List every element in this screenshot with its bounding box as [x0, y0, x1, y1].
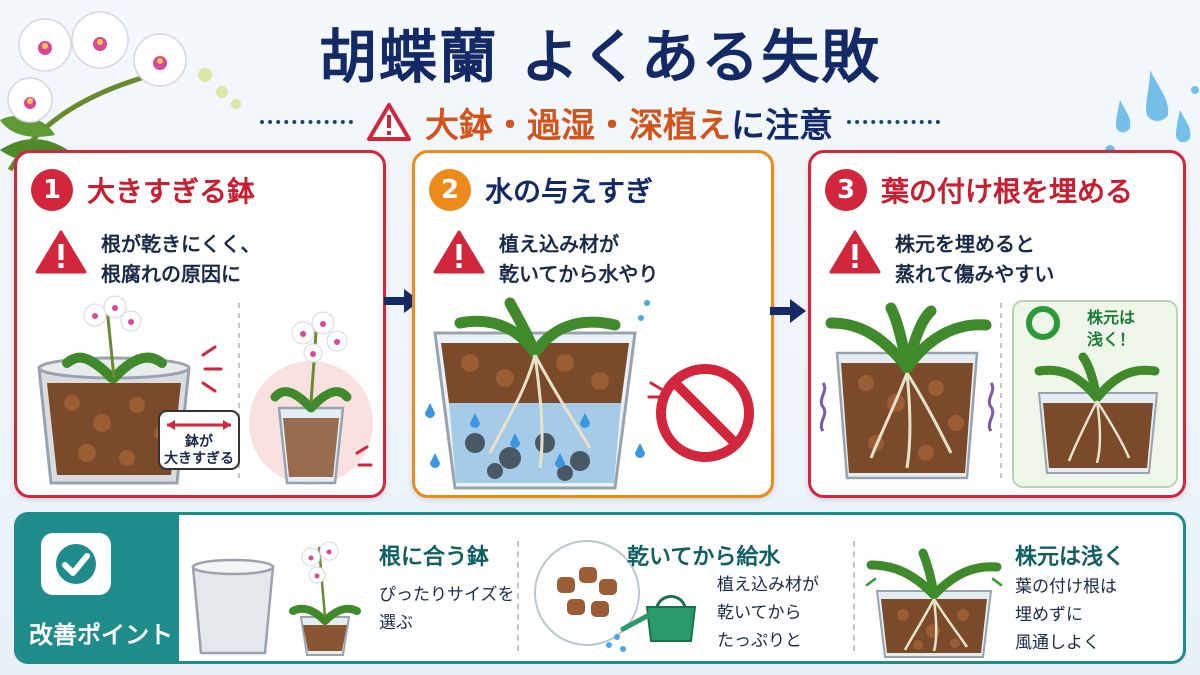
subtitle: 大鉢・過湿・深植えに注意 [425, 98, 833, 147]
tip-line: 埋めずに [1015, 605, 1083, 625]
note-line: 植え込み材が [499, 232, 619, 256]
card-note: 根が乾きにくく、 根腐れの原因に [35, 229, 261, 289]
tip-line: 葉の付け根は [1015, 577, 1117, 597]
card-number-badge: 2 [429, 169, 471, 211]
note-line: 根が乾きにくく、 [101, 232, 261, 256]
arrow-right-icon [770, 299, 806, 323]
subtitle-tail: に注意 [731, 105, 833, 146]
note-line: 乾いてから水やり [499, 262, 659, 286]
deep-planting-illustration: 株元は 浅く！ [819, 300, 1178, 488]
dotted-rule-right [847, 120, 940, 124]
large-pot-illustration: 鉢が 大きすぎる [37, 295, 373, 485]
orchid-decoration [0, 11, 241, 172]
mistake-card-2: 2 水の与えすぎ 植え込み材が 乾いてから水やり [412, 150, 774, 498]
callout-line: 大きすぎる [164, 450, 234, 467]
subtitle-highlight: 大鉢・過湿・深植え [425, 105, 731, 146]
page-title: 胡蝶蘭 よくある失敗 [318, 23, 882, 91]
card-header: 1 大きすぎる鉢 [31, 169, 255, 211]
tip-line: 選ぶ [379, 613, 413, 633]
divider [853, 541, 855, 651]
card-note: 植え込み材が 乾いてから水やり [433, 229, 658, 289]
card-number-badge: 3 [825, 169, 867, 211]
check-icon [41, 533, 111, 595]
improvement-panel: 改善ポイント 根に合う鉢 ぴったりサイズを 選ぶ 乾いてから給水 植え込み材が … [14, 512, 1186, 664]
warning-icon [829, 230, 881, 274]
tip-title: 株元は浅く [1015, 545, 1126, 570]
good-line: 株元は [1087, 308, 1135, 327]
card-title: 大きすぎる鉢 [87, 175, 256, 208]
card-header: 3 葉の付け根を埋める [825, 169, 1133, 211]
tip-text: 葉の付け根は 埋めずに 風通しよく [1015, 573, 1117, 657]
tip-line: 風通しよく [1015, 633, 1100, 653]
tip-line: 植え込み材が [717, 575, 819, 595]
note-line: 根腐れの原因に [101, 262, 241, 286]
card-header: 2 水の与えすぎ [429, 169, 653, 211]
tip-line: たっぷりと [717, 631, 802, 651]
mistake-card-1: 1 大きすぎる鉢 根が乾きにくく、 根腐れの原因に 鉢が 大きすぎる [14, 150, 386, 498]
subtitle-row: 大鉢・過湿・深植えに注意 [260, 98, 940, 146]
right-size-pot-illustration [191, 541, 361, 656]
card-title: 水の与えすぎ [485, 175, 654, 208]
shallow-planting-illustration [865, 548, 1003, 658]
prohibited-icon [656, 364, 754, 462]
improvement-label-block: 改善ポイント [17, 515, 179, 661]
warning-icon [35, 230, 87, 274]
arrow-right-icon [384, 289, 420, 313]
water-splash-decoration [1105, 70, 1199, 164]
divider [517, 541, 519, 651]
note-line: 蒸れて傷みやすい [895, 262, 1055, 286]
good-line: 浅く！ [1087, 330, 1135, 349]
tip-title: 根に合う鉢 [379, 545, 490, 570]
note-line: 株元を埋めると [895, 232, 1035, 256]
overwatered-pot-illustration [425, 297, 754, 490]
ok-circle-icon [1026, 306, 1060, 340]
warning-icon [433, 230, 485, 274]
callout-line: 鉢が [185, 433, 214, 450]
tip-title: 乾いてから給水 [627, 545, 781, 570]
warning-icon [367, 103, 411, 141]
card-note: 株元を埋めると 蒸れて傷みやすい [829, 229, 1054, 289]
tip-text: ぴったりサイズを 選ぶ [379, 581, 515, 637]
dry-medium-watering-illustration [534, 540, 697, 652]
card-title: 葉の付け根を埋める [881, 175, 1134, 208]
improvement-label: 改善ポイント [29, 621, 173, 649]
mistake-card-3: 3 葉の付け根を埋める 株元を埋めると 蒸れて傷みやすい 株元は 浅く！ [808, 150, 1186, 498]
dotted-rule-left [260, 120, 353, 124]
tip-line: ぴったりサイズを [379, 585, 515, 605]
tip-text: 植え込み材が 乾いてから たっぷりと [717, 571, 819, 655]
card-number-badge: 1 [31, 169, 73, 211]
tip-line: 乾いてから [717, 603, 802, 623]
